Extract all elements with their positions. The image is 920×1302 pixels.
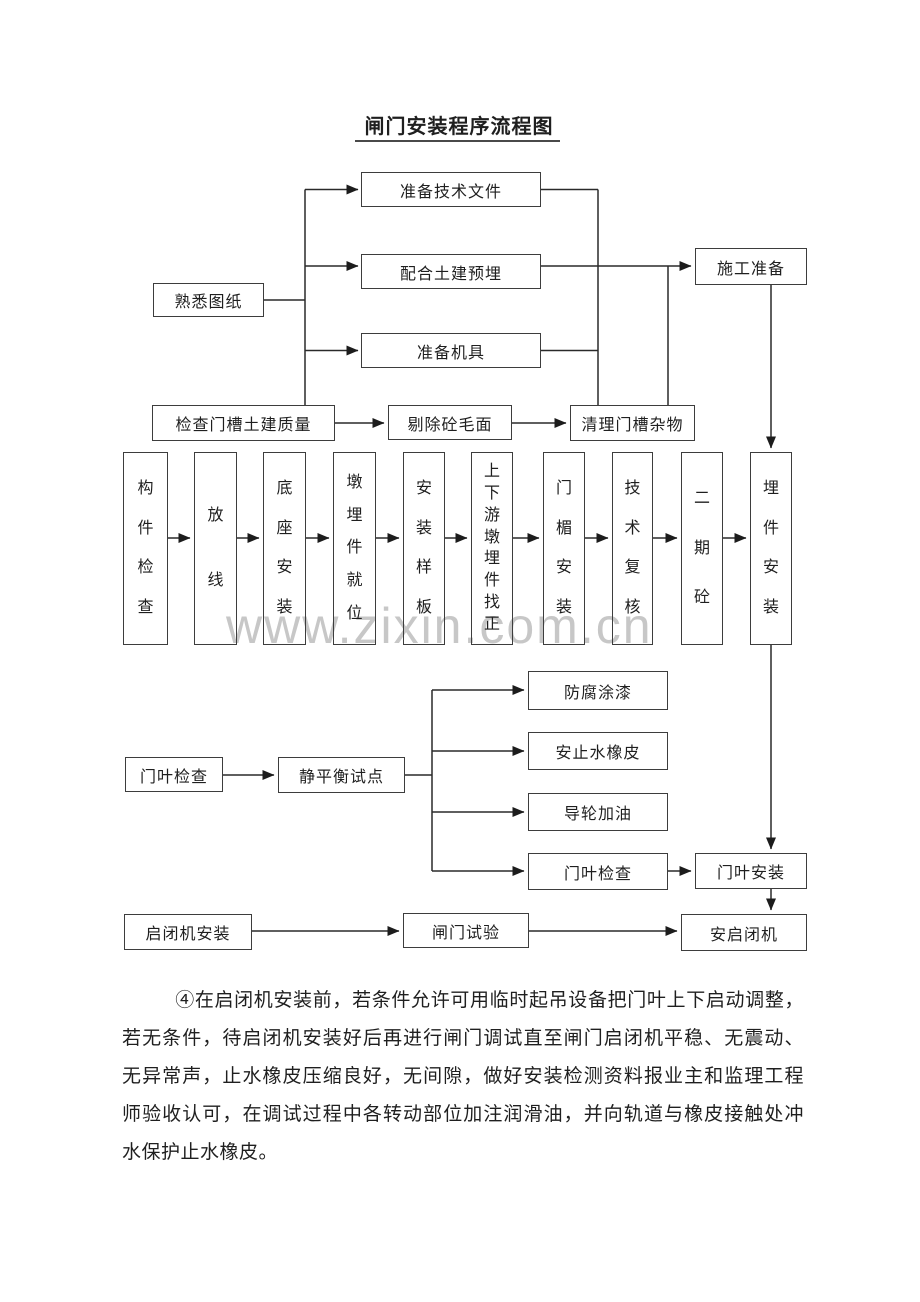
node-component-inspection: 构件检查 bbox=[123, 452, 168, 645]
node-prepare-equipment: 准备机具 bbox=[361, 333, 541, 368]
node-install-template: 安装样板 bbox=[403, 452, 445, 645]
page-title: 闸门安装程序流程图 bbox=[352, 114, 562, 142]
node-pier-embedded-parts-in-place: 墩埋件就位 bbox=[333, 452, 376, 645]
node-check-gate-slot-civil-quality: 检查门槽土建质量 bbox=[152, 405, 335, 441]
node-coordinate-civil-embedding: 配合土建预埋 bbox=[361, 254, 541, 289]
node-anticorrosion-painting: 防腐涂漆 bbox=[528, 671, 668, 710]
node-hoist-installation: 启闭机安装 bbox=[124, 914, 252, 950]
node-set-out-line: 放线 bbox=[194, 452, 237, 645]
node-embedded-parts-installation: 埋件安装 bbox=[750, 452, 792, 645]
node-base-installation: 底座安装 bbox=[263, 452, 306, 645]
node-gate-test: 闸门试验 bbox=[403, 913, 529, 948]
node-static-balance-test: 静平衡试点 bbox=[278, 757, 405, 793]
node-clean-gate-slot-debris: 清理门槽杂物 bbox=[570, 405, 695, 441]
node-technical-recheck: 技术复核 bbox=[612, 452, 653, 645]
node-prepare-technical-documents: 准备技术文件 bbox=[361, 172, 541, 207]
node-construction-preparation: 施工准备 bbox=[695, 248, 807, 285]
node-guide-wheel-oiling: 导轮加油 bbox=[528, 793, 668, 831]
node-second-stage-concrete: 二期砼 bbox=[681, 452, 723, 645]
node-door-lintel-installation: 门楣安装 bbox=[543, 452, 585, 645]
node-gate-leaf-installation: 门叶安装 bbox=[695, 853, 807, 889]
node-install-hoist: 安启闭机 bbox=[681, 914, 807, 951]
node-align-pier-embedded-parts: 上下游墩埋件找正 bbox=[471, 452, 513, 645]
note-paragraph: ④在启闭机安装前，若条件允许可用临时起吊设备把门叶上下启动调整，若无条件，待启闭… bbox=[122, 990, 804, 1163]
node-chip-concrete-rough-surface: 剔除砼毛面 bbox=[388, 405, 512, 440]
node-gate-leaf-inspection: 门叶检查 bbox=[125, 757, 223, 792]
node-install-water-seal-rubber: 安止水橡皮 bbox=[528, 732, 668, 770]
node-gate-leaf-inspection-2: 门叶检查 bbox=[528, 853, 668, 890]
node-familiarize-drawings: 熟悉图纸 bbox=[153, 283, 264, 317]
